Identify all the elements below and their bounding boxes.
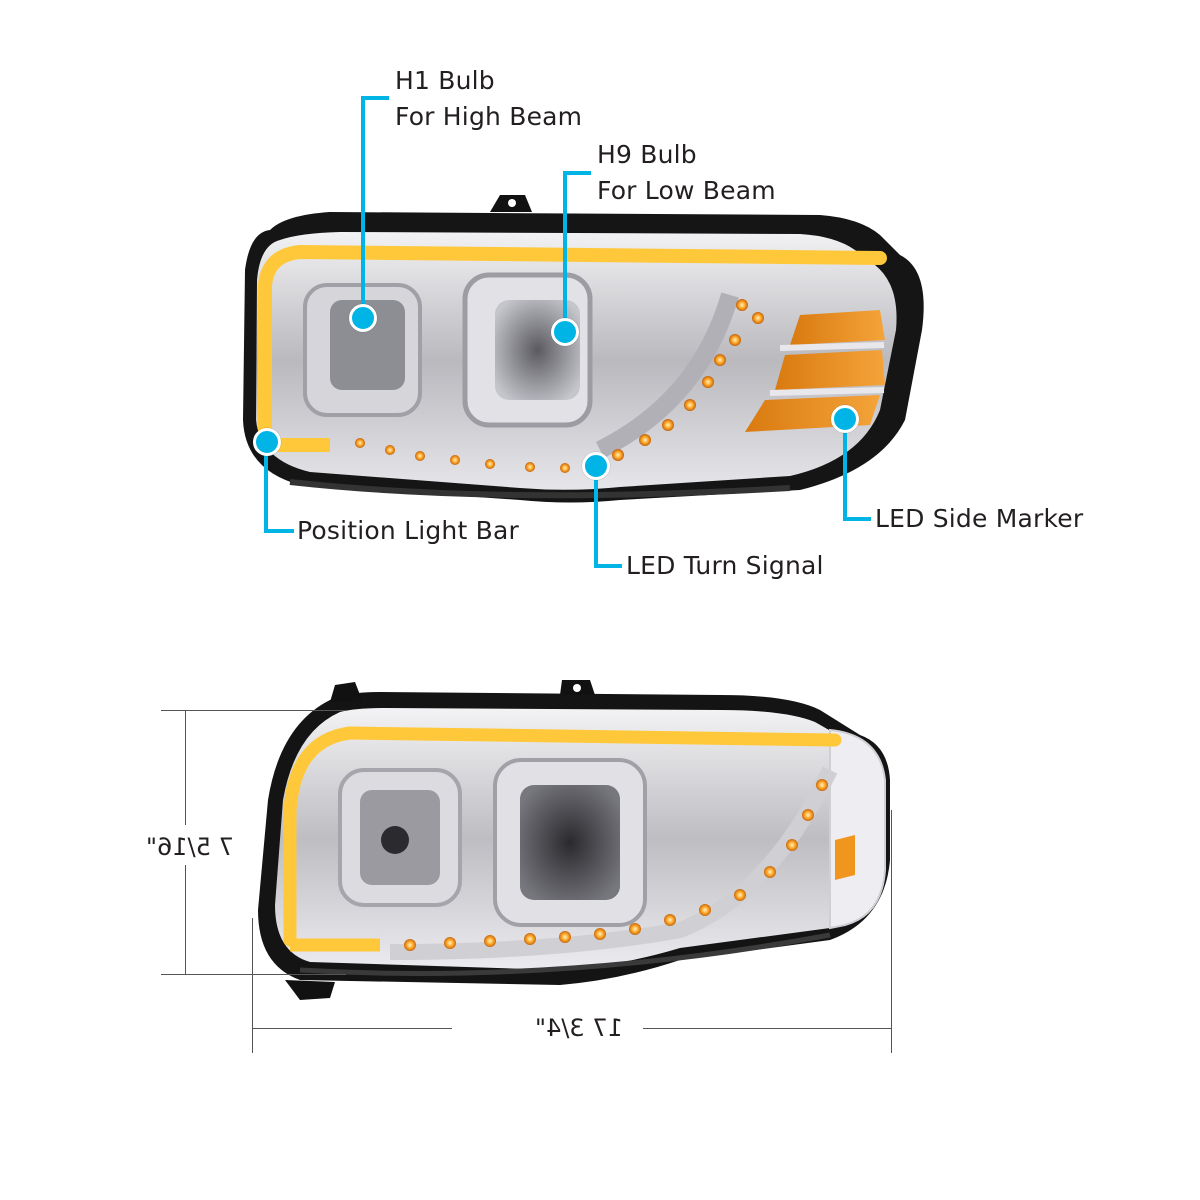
callout-turn-line-horizontal [594, 564, 622, 568]
callout-position-line-horizontal [264, 529, 294, 533]
callout-h9-line-horizontal [563, 171, 591, 175]
width-dimension-right-extension [891, 810, 892, 1053]
callout-h9-label: H9 Bulb For Low Beam [597, 137, 776, 209]
callout-h9-subtitle: For Low Beam [597, 176, 776, 205]
callout-turn-dot[interactable] [582, 452, 610, 480]
callout-h1-line-vertical [361, 96, 365, 316]
height-dimension-line-upper [185, 710, 186, 825]
callout-position-dot[interactable] [253, 428, 281, 456]
callout-h1-title: H1 Bulb [395, 66, 495, 95]
callout-h1-line-horizontal [361, 96, 389, 100]
callout-marker-dot[interactable] [831, 405, 859, 433]
width-dimension-label: 17 3/4" [535, 1014, 623, 1042]
callout-h9-title: H9 Bulb [597, 140, 697, 169]
height-dimension-label: 7 5/16" [146, 833, 234, 861]
width-dimension-line-left [252, 1028, 452, 1029]
callout-marker-line-vertical [843, 430, 847, 520]
callout-h1-subtitle: For High Beam [395, 102, 583, 131]
callout-marker-line-horizontal [843, 517, 871, 521]
callout-position-line-vertical [264, 445, 268, 532]
height-dimension-top-extension [161, 710, 346, 711]
headlight-image-top [243, 195, 924, 503]
callout-position-label: Position Light Bar [297, 516, 519, 545]
callout-h9-line-vertical [563, 171, 567, 326]
height-dimension-bottom-extension [161, 974, 346, 975]
callout-marker-label: LED Side Marker [875, 504, 1084, 533]
callout-turn-line-vertical [594, 470, 598, 567]
callout-h1-dot[interactable] [349, 304, 377, 332]
callout-turn-label: LED Turn Signal [626, 551, 824, 580]
callout-h1-label: H1 Bulb For High Beam [395, 63, 582, 135]
width-dimension-line-right [643, 1028, 891, 1029]
height-dimension-line-lower [185, 865, 186, 975]
headlight-annotated-view: H1 Bulb For High Beam H9 Bulb For Low Be… [243, 63, 1084, 580]
width-dimension-left-extension [252, 918, 253, 1053]
headlight-image-bottom [258, 680, 890, 1000]
headlight-dimension-view: 7 5/16" 17 3/4" [0, 640, 1200, 1200]
callout-h9-dot[interactable] [551, 318, 579, 346]
